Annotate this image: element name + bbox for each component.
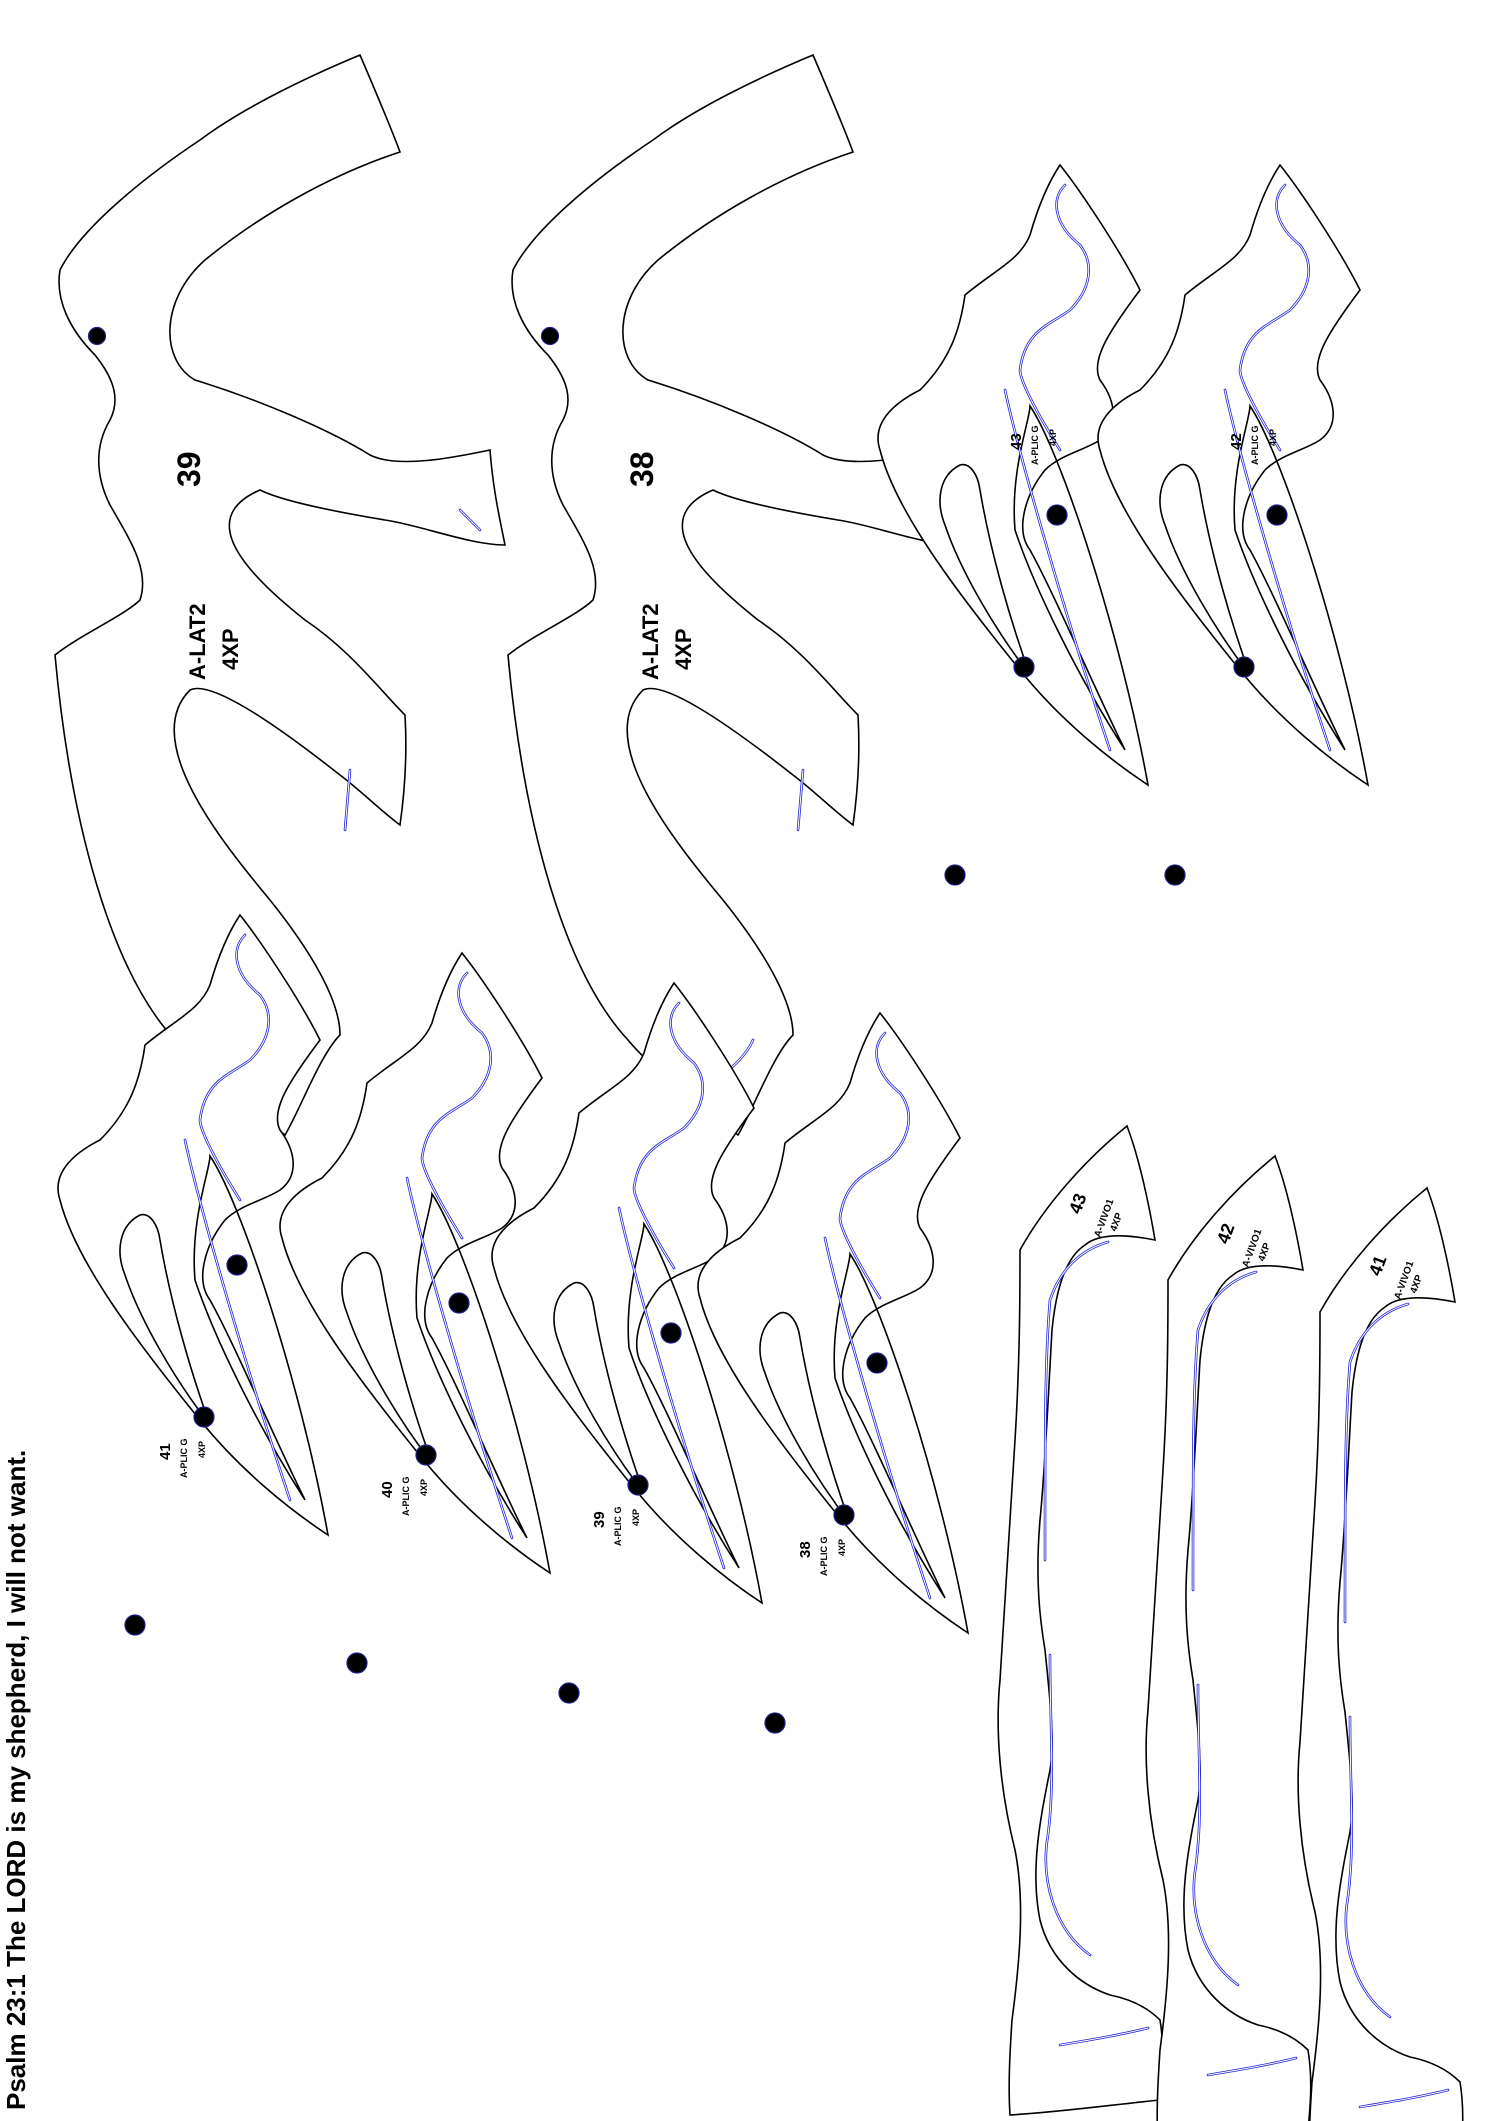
part-code: A-LAT2 [185,603,210,680]
part-lat2-39: 39 A-LAT2 4XP [53,53,507,1137]
part-outline [56,913,330,1637]
part-outline [1144,1154,1313,2121]
part-number: 40 [379,1481,396,1498]
part-plic-43: 43 A-PLIC G 4XP [876,163,1150,887]
part-vivo-41: 41 A-VIVO1 4XP [1296,1186,1465,2121]
part-number: 38 [624,451,660,487]
part-code: A-PLIC G [819,1537,829,1577]
part-qty: 4XP [218,628,243,670]
part-lat2-38: 38 A-LAT2 4XP [506,53,960,1137]
part-qty: 4XP [837,1539,847,1556]
part-outline [1296,1186,1465,2121]
footer-verse: Psalm 23:1 The LORD is my shepherd, I wi… [1,1450,31,2110]
part-outline [506,53,960,1137]
part-qty: 4XP [631,1509,641,1526]
part-number: 43 [1008,433,1025,450]
part-plic-42: 42 A-PLIC G 4XP [1096,163,1370,887]
part-plic-39: 39 A-PLIC G 4XP [490,981,764,1705]
part-number: 42 [1228,433,1245,450]
part-number: 39 [171,451,207,487]
part-code: A-LAT2 [638,603,663,680]
part-number: 39 [591,1511,608,1528]
part-qty: 4XP [671,628,696,670]
part-vivo-43: 43 A-VIVO1 4XP [996,1124,1165,2117]
part-outline [876,163,1150,887]
part-code: A-PLIC G [179,1439,189,1479]
part-plic-40: 40 A-PLIC G 4XP [278,951,552,1675]
part-outline [996,1124,1165,2117]
part-code: A-PLIC G [1030,426,1040,466]
part-plic-41: 41 A-PLIC G 4XP [56,913,330,1637]
part-code: A-PLIC G [613,1507,623,1547]
part-vivo-42: 42 A-VIVO1 4XP [1144,1154,1313,2121]
part-plic-38: 38 A-PLIC G 4XP [696,1011,970,1735]
part-code: A-PLIC G [401,1477,411,1517]
part-qty: 4XP [419,1479,429,1496]
part-qty: 4XP [197,1441,207,1458]
part-qty: 4XP [1048,429,1058,446]
part-qty: 4XP [1268,429,1278,446]
part-number: 38 [797,1541,814,1558]
part-number: 41 [157,1443,174,1460]
part-code: A-PLIC G [1250,426,1260,466]
